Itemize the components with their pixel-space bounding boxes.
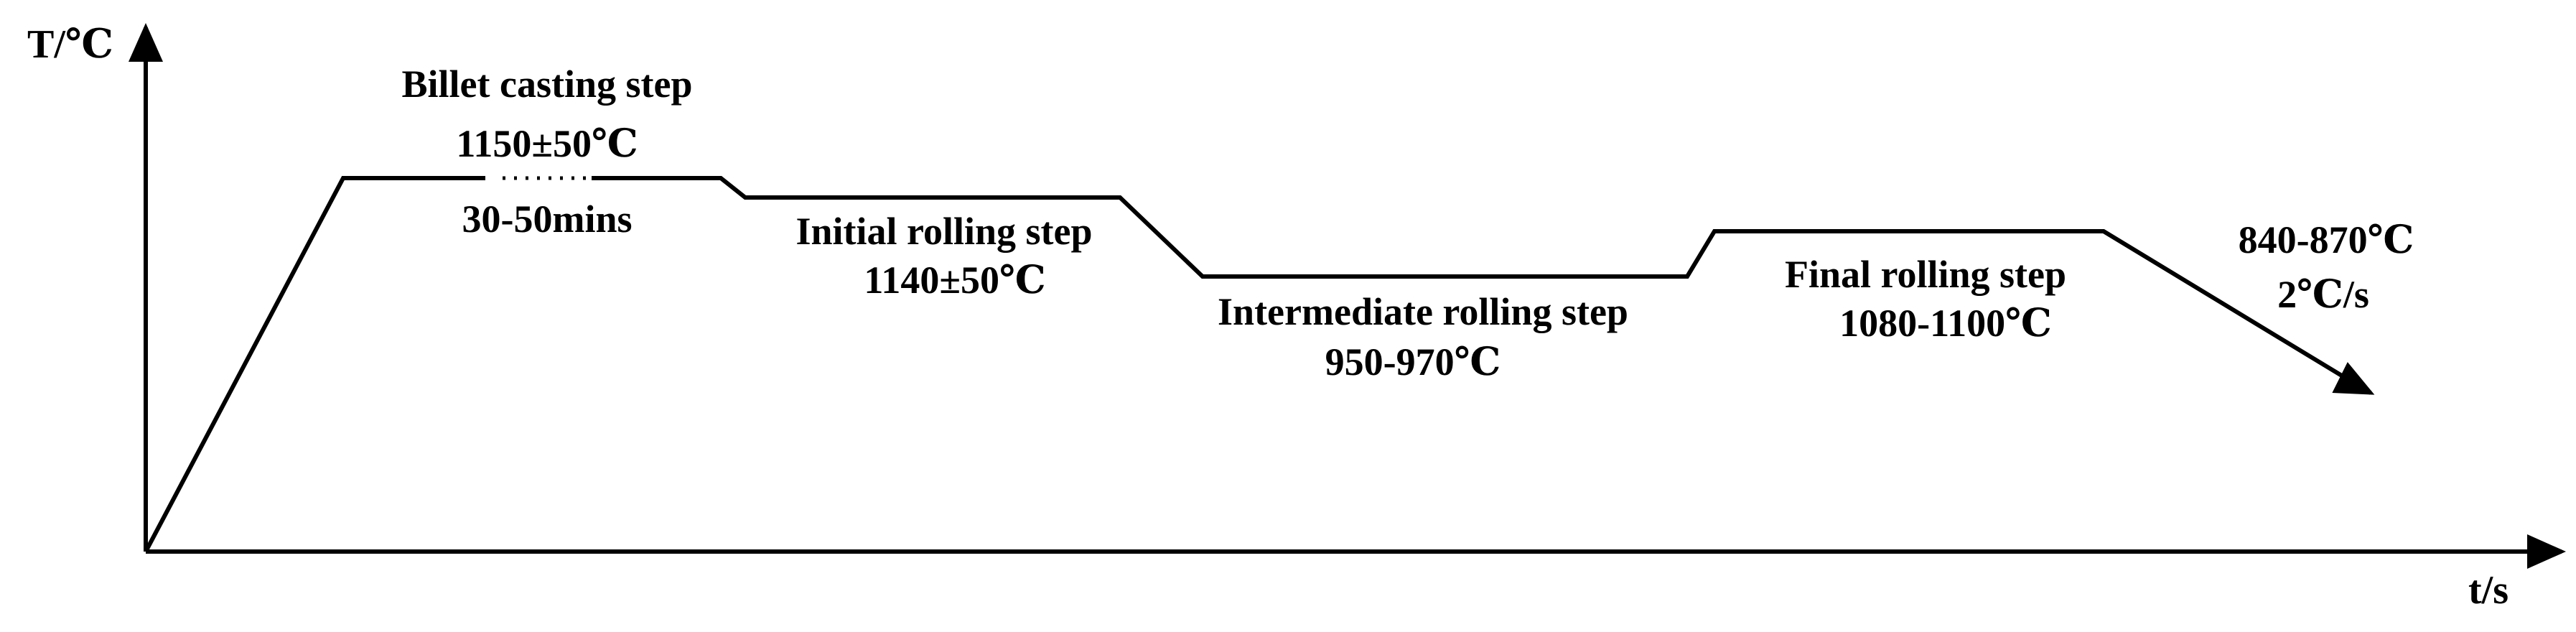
process-curve-rolling-steps <box>592 176 2369 394</box>
process-curve-heating-and-casting <box>144 176 485 553</box>
initial-rolling-title: Initial rolling step <box>795 210 1092 253</box>
cooling-temperature: 840-870℃ <box>2239 218 2414 261</box>
initial-rolling-temperature: 1140±50℃ <box>864 259 1045 302</box>
billet-casting-temperature: 1150±50℃ <box>456 122 638 165</box>
final-rolling-temperature: 1080-1100℃ <box>1839 302 2052 345</box>
x-axis-label: t/s <box>2468 568 2509 613</box>
billet-casting-title: Billet casting step <box>402 62 693 106</box>
intermediate-rolling-title: Intermediate rolling step <box>1218 290 1628 333</box>
cooling-arrow <box>2332 362 2375 395</box>
final-rolling-title: Final rolling step <box>1785 253 2066 296</box>
billet-casting-duration: 30-50mins <box>462 198 632 241</box>
y-axis-label: T/℃ <box>27 22 113 67</box>
intermediate-rolling-temperature: 950-970℃ <box>1325 340 1501 384</box>
cooling-rate: 2℃/s <box>2277 273 2369 316</box>
